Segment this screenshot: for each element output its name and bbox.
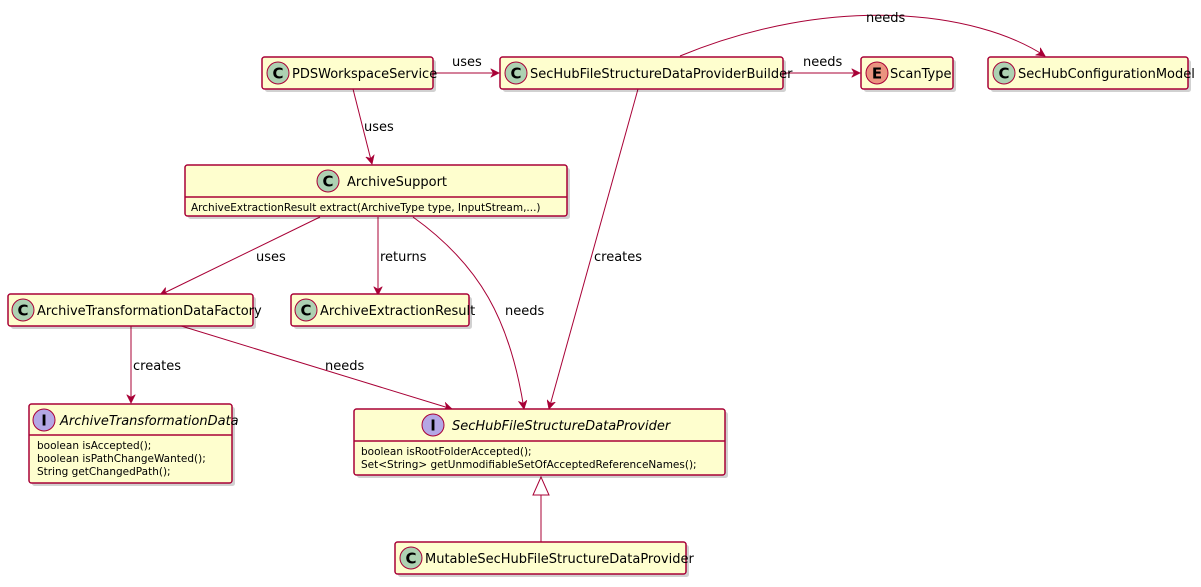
- class-transformation-factory: C ArchiveTransformationDataFactory: [7, 293, 262, 329]
- relation-archivesupport-needs-provider: needs: [412, 216, 544, 409]
- interface-stereotype-icon: [32, 408, 56, 432]
- class-stereotype-icon: [11, 298, 35, 322]
- interface-method: Set<String> getUnmodifiableSetOfAccepted…: [361, 459, 697, 471]
- enum-stereotype-icon: [865, 61, 889, 85]
- class-name: SecHubConfigurationModel: [1018, 67, 1195, 82]
- stereotype-glyph: C: [510, 65, 521, 83]
- class-stereotype-icon: [399, 546, 423, 570]
- interface-name: ArchiveTransformationData: [59, 414, 239, 429]
- class-name: ArchiveTransformationDataFactory: [37, 304, 262, 319]
- class-name: PDSWorkspaceService: [292, 67, 437, 82]
- relation-label: needs: [866, 11, 905, 26]
- relation-pds-uses-archivesupport: uses: [352, 88, 394, 164]
- interface-method: boolean isAccepted();: [37, 440, 151, 452]
- class-provider-builder: C SecHubFileStructureDataProviderBuilder: [499, 56, 793, 92]
- interface-structure-provider: I SecHubFileStructureDataProvider boolea…: [353, 408, 728, 478]
- relation-archivesupport-uses-factory: uses: [160, 216, 321, 295]
- stereotype-glyph: E: [872, 65, 882, 83]
- interface-method: boolean isRootFolderAccepted();: [361, 446, 532, 458]
- relation-label: needs: [505, 304, 544, 319]
- class-stereotype-icon: [294, 298, 318, 322]
- relation-label: uses: [452, 55, 482, 70]
- class-stereotype-icon: [992, 61, 1016, 85]
- interface-method: boolean isPathChangeWanted();: [37, 453, 206, 465]
- class-pds-workspace-service: C PDSWorkspaceService: [261, 56, 437, 92]
- class-name: ArchiveExtractionResult: [320, 304, 475, 319]
- class-extraction-result: C ArchiveExtractionResult: [290, 293, 475, 329]
- stereotype-glyph: C: [998, 65, 1009, 83]
- class-method: ArchiveExtractionResult extract(ArchiveT…: [191, 202, 541, 214]
- interface-stereotype-icon: [421, 413, 445, 437]
- class-stereotype-icon: [316, 169, 340, 193]
- class-mutable-provider: C MutableSecHubFileStructureDataProvider: [394, 541, 694, 577]
- relation-pds-uses-builder: uses: [433, 55, 499, 73]
- class-stereotype-icon: [504, 61, 528, 85]
- class-name: ArchiveSupport: [347, 175, 447, 190]
- interface-name: SecHubFileStructureDataProvider: [452, 419, 672, 434]
- class-configuration-model: C SecHubConfigurationModel: [987, 56, 1195, 92]
- class-archive-support: C ArchiveSupport ArchiveExtractionResult…: [184, 164, 570, 219]
- stereotype-glyph: C: [322, 173, 333, 191]
- class-stereotype-icon: [266, 61, 290, 85]
- relation-builder-needs-configmodel: needs: [679, 11, 1045, 56]
- relation-label: needs: [325, 359, 364, 374]
- enum-scan-type: E ScanType: [860, 56, 956, 92]
- relation-mutable-implements-provider: [532, 475, 550, 542]
- stereotype-glyph: I: [430, 417, 436, 435]
- relation-label: creates: [594, 250, 642, 265]
- relation-label: needs: [803, 55, 842, 70]
- relation-builder-needs-scantype: needs: [783, 55, 860, 73]
- relation-factory-needs-provider: needs: [177, 324, 452, 409]
- stereotype-glyph: C: [272, 65, 283, 83]
- relation-archivesupport-returns-result: returns: [378, 217, 427, 295]
- relation-label: creates: [133, 359, 181, 374]
- relation-label: returns: [380, 250, 427, 265]
- stereotype-glyph: I: [41, 412, 47, 430]
- interface-transformation-data: I ArchiveTransformationData boolean isAc…: [28, 403, 239, 486]
- stereotype-glyph: C: [300, 302, 311, 320]
- relation-factory-creates-transformationdata: creates: [131, 325, 181, 403]
- relation-builder-creates-provider: creates: [549, 88, 642, 409]
- relation-label: uses: [256, 250, 286, 265]
- interface-method: String getChangedPath();: [37, 466, 171, 478]
- stereotype-glyph: C: [405, 550, 416, 568]
- relation-label: uses: [364, 120, 394, 135]
- class-name: MutableSecHubFileStructureDataProvider: [425, 552, 694, 567]
- stereotype-glyph: C: [17, 302, 28, 320]
- class-name: SecHubFileStructureDataProviderBuilder: [530, 67, 793, 82]
- enum-name: ScanType: [890, 67, 951, 82]
